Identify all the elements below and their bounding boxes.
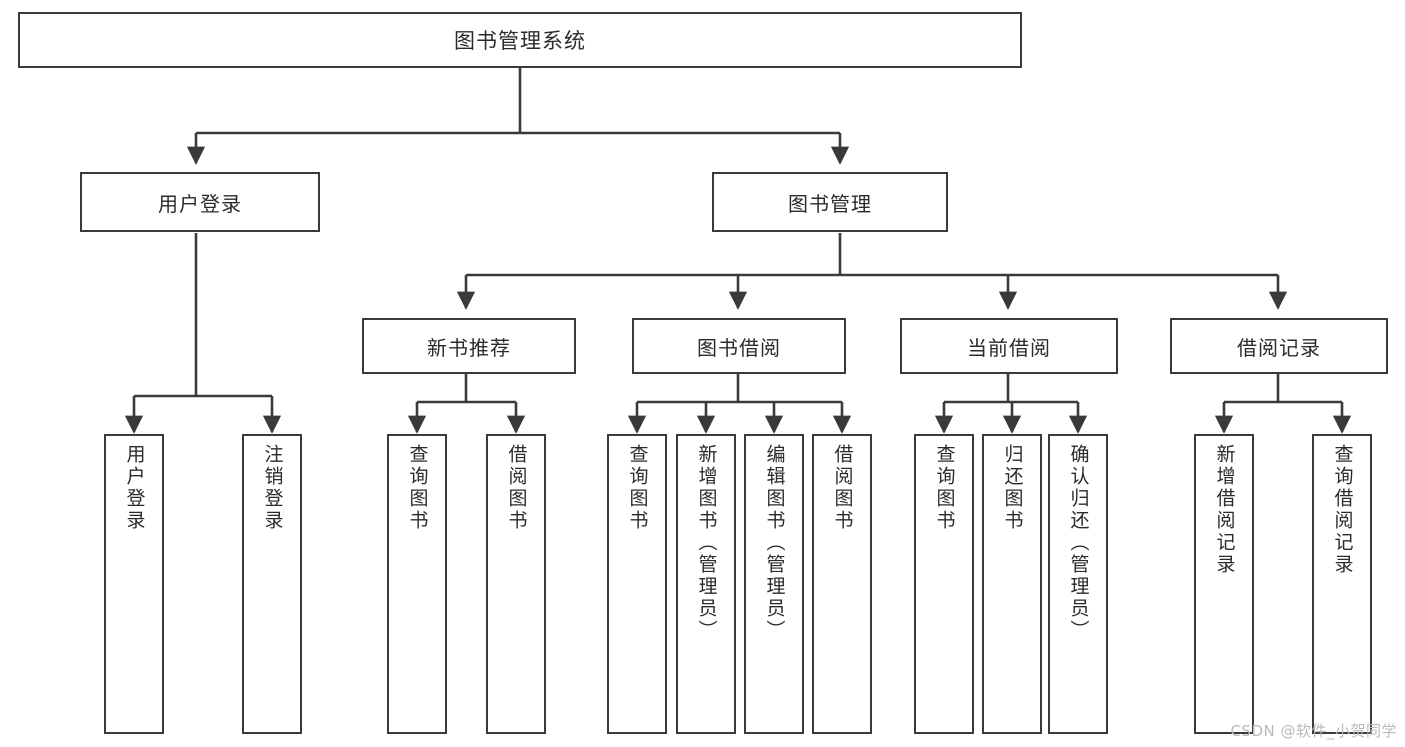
leaf-borrow-query-book[interactable]: 查询图书: [607, 434, 667, 734]
leaf-borrow-edit-book[interactable]: 编辑图书（管理员）: [744, 434, 804, 734]
leaf-borrow-add-book-label: 新增图书（管理员）: [695, 444, 718, 642]
leaf-borrow-query-book-label: 查询图书: [626, 444, 649, 532]
node-current-borrow-label: 当前借阅: [967, 335, 1051, 360]
node-book-borrow[interactable]: 图书借阅: [632, 318, 846, 374]
node-borrow-record-label: 借阅记录: [1237, 335, 1321, 360]
node-user-login[interactable]: 用户登录: [80, 172, 320, 232]
leaf-current-query-book[interactable]: 查询图书: [914, 434, 974, 734]
leaf-record-add-label: 新增借阅记录: [1213, 444, 1236, 576]
leaf-recommend-borrow-book[interactable]: 借阅图书: [486, 434, 546, 734]
leaf-current-query-book-label: 查询图书: [933, 444, 956, 532]
leaf-borrow-edit-book-label: 编辑图书（管理员）: [763, 444, 786, 642]
node-root-label: 图书管理系统: [454, 29, 586, 53]
node-root[interactable]: 图书管理系统: [18, 12, 1022, 68]
leaf-record-query-label: 查询借阅记录: [1331, 444, 1354, 576]
leaf-user-login-label: 用户登录: [123, 444, 146, 532]
leaf-borrow-borrow-book-label: 借阅图书: [831, 444, 854, 532]
leaf-user-logout[interactable]: 注销登录: [242, 434, 302, 734]
leaf-user-logout-label: 注销登录: [261, 444, 284, 532]
leaf-borrow-add-book[interactable]: 新增图书（管理员）: [676, 434, 736, 734]
node-book-management[interactable]: 图书管理: [712, 172, 948, 232]
leaf-current-return-book[interactable]: 归还图书: [982, 434, 1042, 734]
leaf-borrow-borrow-book[interactable]: 借阅图书: [812, 434, 872, 734]
node-book-management-label: 图书管理: [788, 191, 872, 216]
node-book-borrow-label: 图书借阅: [697, 335, 781, 360]
leaf-recommend-query-book[interactable]: 查询图书: [387, 434, 447, 734]
leaf-recommend-query-book-label: 查询图书: [406, 444, 429, 532]
node-current-borrow[interactable]: 当前借阅: [900, 318, 1118, 374]
leaf-record-query[interactable]: 查询借阅记录: [1312, 434, 1372, 734]
node-user-login-label: 用户登录: [158, 191, 242, 216]
node-new-book-recommend[interactable]: 新书推荐: [362, 318, 576, 374]
leaf-recommend-borrow-book-label: 借阅图书: [505, 444, 528, 532]
watermark: CSDN @软件_小贺同学: [1230, 722, 1397, 740]
leaf-record-add[interactable]: 新增借阅记录: [1194, 434, 1254, 734]
leaf-user-login[interactable]: 用户登录: [104, 434, 164, 734]
node-new-book-recommend-label: 新书推荐: [427, 335, 511, 360]
leaf-current-return-book-label: 归还图书: [1001, 444, 1024, 532]
node-borrow-record[interactable]: 借阅记录: [1170, 318, 1388, 374]
leaf-current-confirm-return-label: 确认归还（管理员）: [1067, 444, 1090, 642]
leaf-current-confirm-return[interactable]: 确认归还（管理员）: [1048, 434, 1108, 734]
